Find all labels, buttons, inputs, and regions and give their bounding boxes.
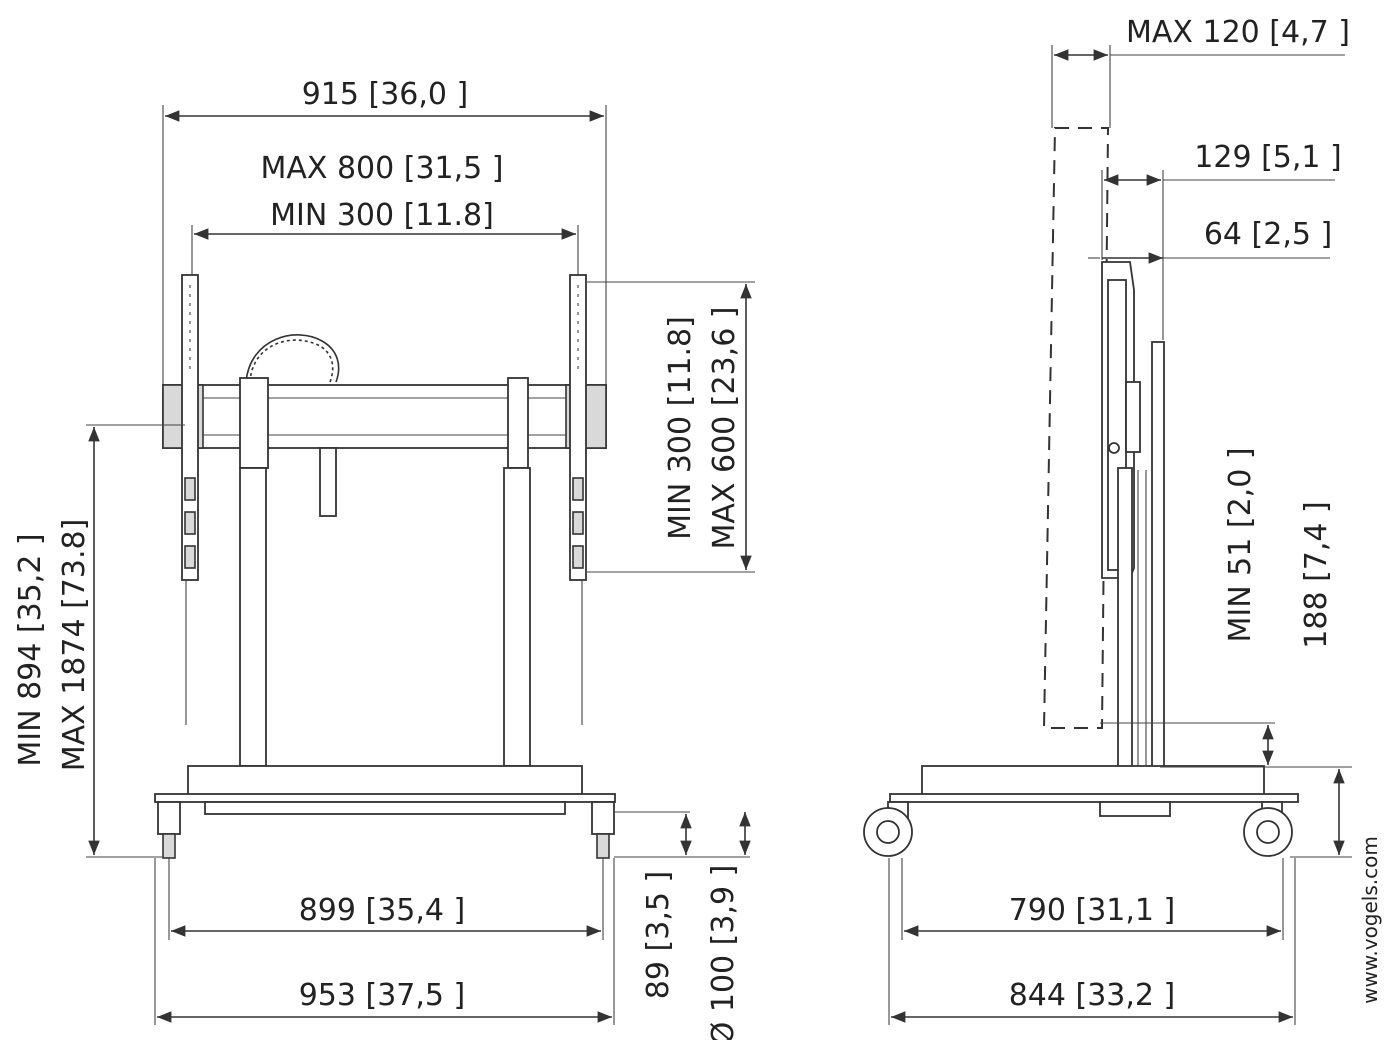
website-label: www.vogels.com: [1358, 836, 1382, 1004]
right-column: [503, 467, 531, 767]
dim-max-mount-width: MAX 800 [31,5 ]: [260, 151, 503, 186]
front-right-wheel: [596, 833, 610, 859]
dim-depth-129: 129 [5,1 ]: [1194, 140, 1341, 175]
side-base: [921, 765, 1265, 797]
dim-base-outer-width: 953 [37,5 ]: [299, 978, 466, 1013]
dim-base-inner-depth: 790 [31,1 ]: [1009, 893, 1176, 928]
dim-base-outer-depth: 844 [33,2 ]: [1009, 978, 1176, 1013]
dim-depth-64: 64 [2,5 ]: [1204, 217, 1332, 252]
side-view: MAX 120 [4,7 ] 129 [5,1 ] 64 [2,5 ]: [863, 15, 1352, 1025]
crossbar: [162, 384, 607, 449]
dim-base-height: 89 [3,5 ]: [641, 871, 676, 999]
left-column: [239, 467, 267, 767]
front-base: [187, 765, 583, 797]
dim-max-tilt: MAX 120 [4,7 ]: [1126, 15, 1350, 50]
dim-mount-height-max: MAX 600 [23,6 ]: [707, 306, 742, 549]
left-mount-bracket: [181, 274, 199, 581]
dim-min-clearance: MIN 51 [2,0 ]: [1223, 447, 1258, 642]
side-left-wheel: [863, 801, 913, 857]
dim-height-188: 188 [7,4 ]: [1299, 501, 1334, 648]
tilted-display-outline: [1042, 127, 1110, 729]
front-view: 915 [36,0 ] MAX 800 [31,5 ] MIN 300 [11.…: [13, 77, 755, 1040]
coiled-cable: [249, 339, 334, 383]
dim-mount-height-min: MIN 300 [11.8]: [663, 316, 698, 540]
right-mount-bracket: [569, 274, 587, 581]
dim-height-max: MAX 1874 [73.8]: [57, 519, 92, 772]
dim-overall-width: 915 [36,0 ]: [302, 77, 469, 112]
dim-base-inner-width: 899 [35,4 ]: [299, 893, 466, 928]
dim-wheel-diameter: Ø 100 [3,9 ]: [706, 865, 741, 1040]
front-left-wheel: [162, 833, 176, 859]
dim-height-min: MIN 894 [35,2 ]: [13, 533, 48, 766]
side-right-wheel: [1243, 801, 1293, 857]
dim-min-mount-width: MIN 300 [11.8]: [270, 198, 494, 233]
